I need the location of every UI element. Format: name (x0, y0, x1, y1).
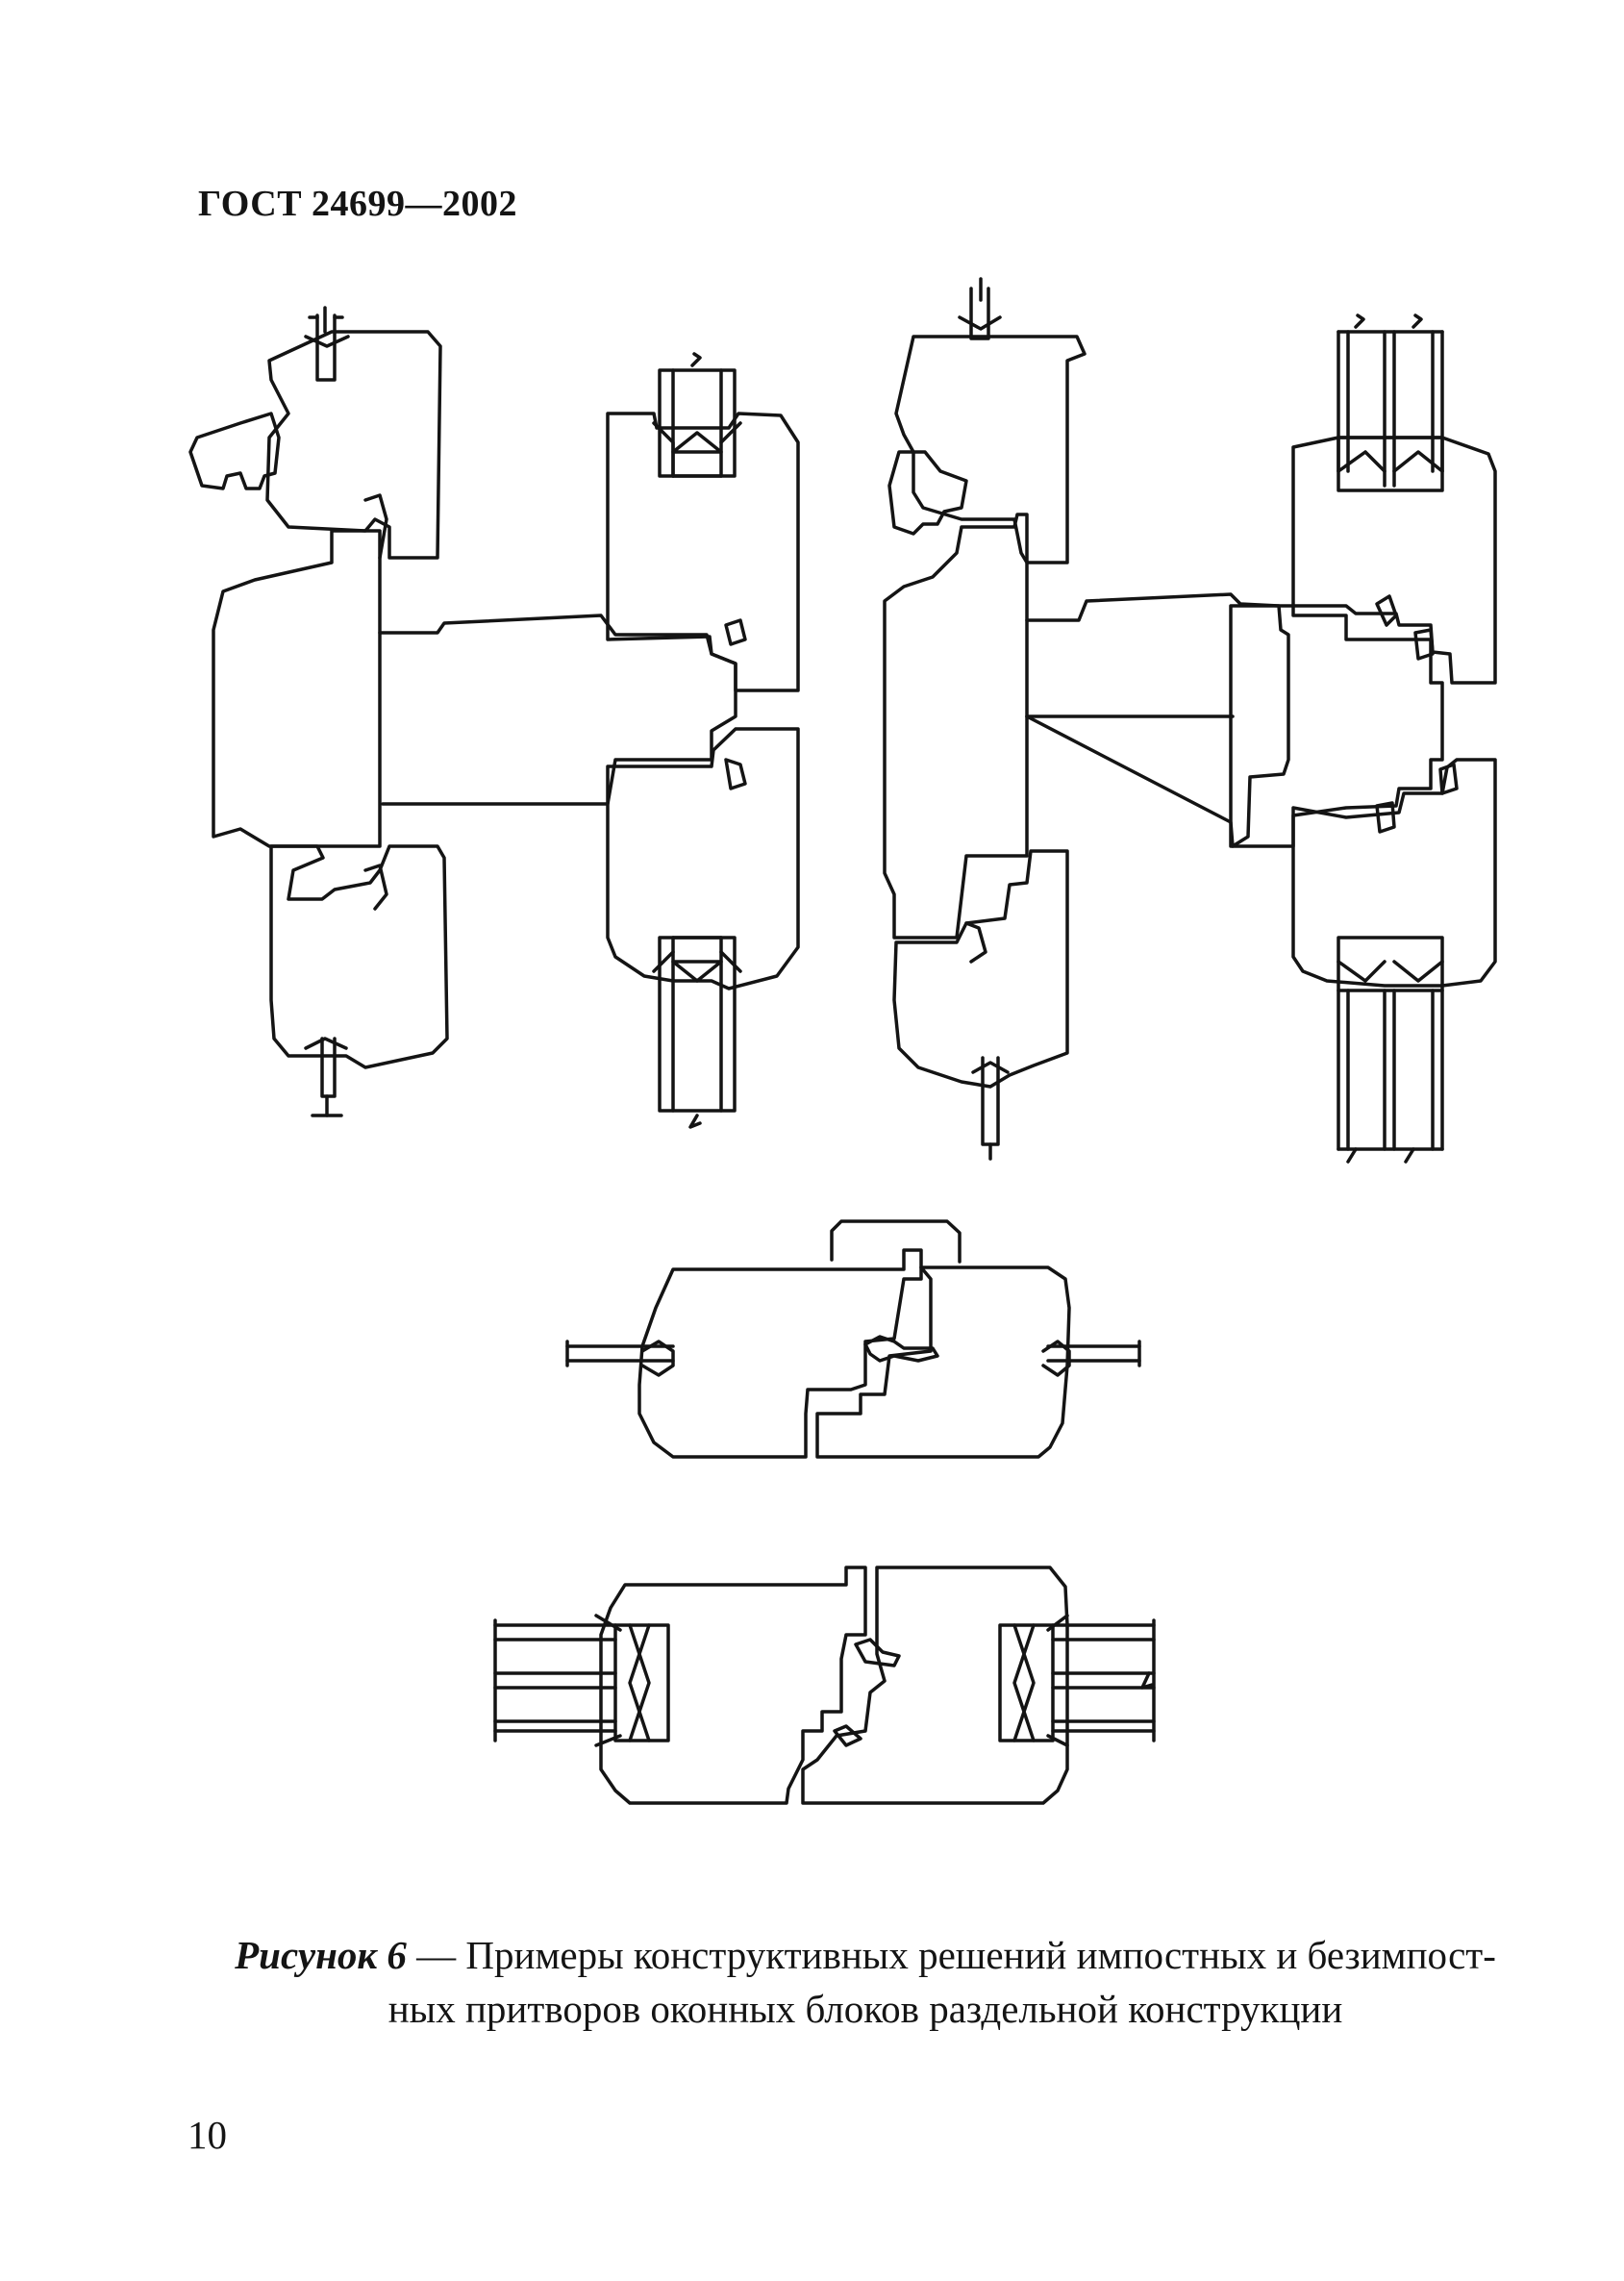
page-number: 10 (187, 2113, 227, 2157)
document-header: ГОСТ 24699—2002 (198, 184, 518, 224)
drawing-non-impost-joint-single (567, 1221, 1139, 1457)
figure-caption-line-1: Примеры конструктивных решений импостных… (465, 1933, 1496, 1977)
drawing-split-sashes (608, 354, 798, 1127)
drawing-impost-joint-left (190, 308, 736, 1115)
figure-caption-dash: — (406, 1933, 466, 1977)
drawing-double-glazed-sashes (1231, 315, 1495, 1162)
figure-caption: Рисунок 6 — Примеры конструктивных решен… (173, 1928, 1558, 2036)
drawing-non-impost-joint-double (495, 1567, 1154, 1803)
drawing-impost-joint-right (885, 279, 1288, 1159)
figure-label: Рисунок 6 (235, 1933, 407, 1977)
figure-caption-line-2: ных притворов оконных блоков раздельной … (387, 1987, 1343, 2031)
